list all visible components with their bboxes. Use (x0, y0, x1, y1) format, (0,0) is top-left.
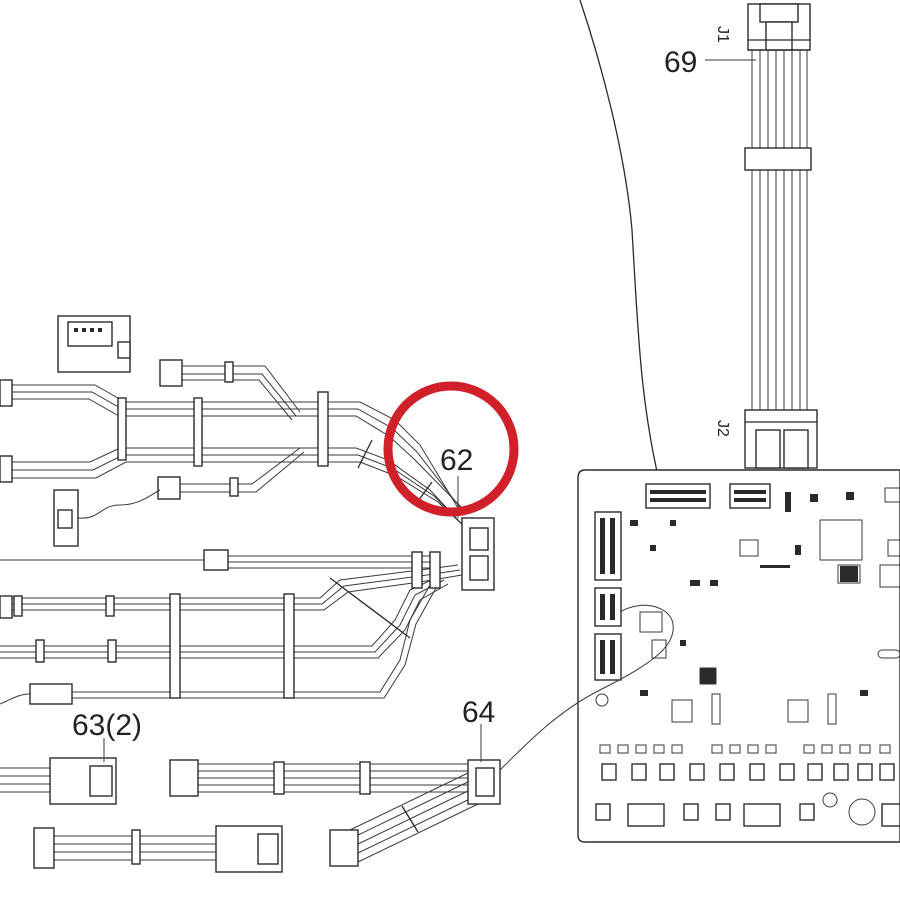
harness-62[interactable] (0, 359, 495, 591)
callout-62: 62 (440, 444, 473, 477)
highlight-circle (383, 381, 519, 517)
connector-label-j1: J1 (714, 26, 731, 43)
terminal-block-small (57, 315, 131, 373)
callout-64: 64 (462, 696, 495, 729)
harness-middle[interactable] (0, 549, 463, 705)
harness-69[interactable] (744, 3, 818, 469)
control-board[interactable] (577, 469, 900, 843)
callout-63: 63(2) (72, 709, 142, 742)
harness-64[interactable] (169, 604, 674, 867)
long-cable (579, 0, 661, 486)
callout-69: 69 (664, 46, 697, 79)
connector-label-j2: J2 (714, 420, 731, 437)
sensor-small (53, 489, 161, 547)
harness-63[interactable] (0, 757, 283, 873)
